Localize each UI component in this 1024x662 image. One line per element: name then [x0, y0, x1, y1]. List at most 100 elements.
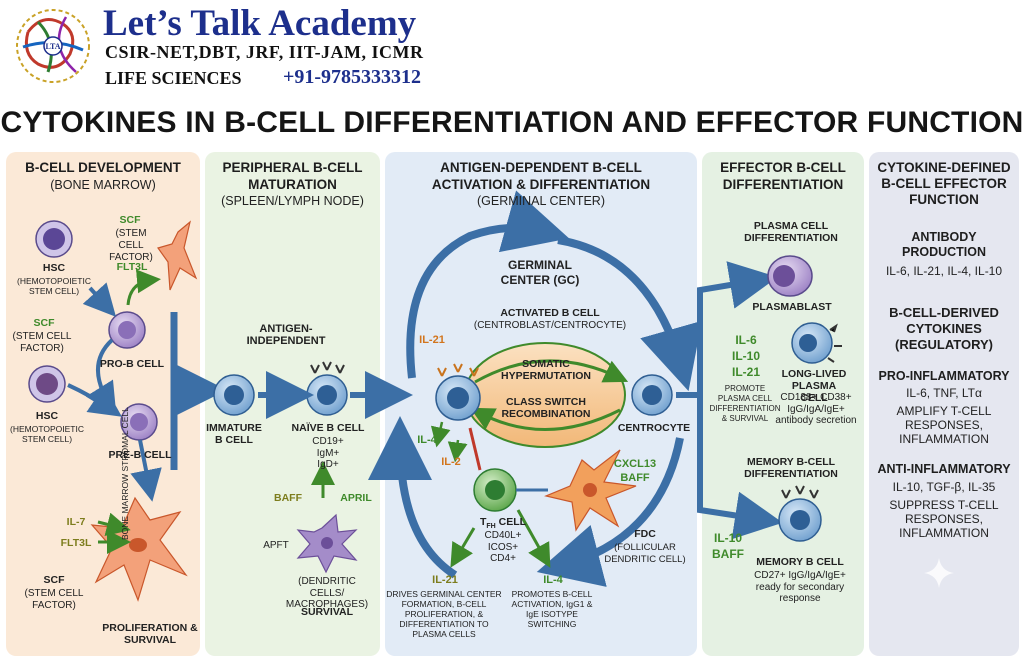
pro-inflammatory-label: PRO-INFLAMMATORY [878, 369, 1010, 383]
fdc-sub: (FOLLICULAR DENDRITIC CELL) [604, 542, 686, 565]
baff-bottom-label: BAFF [712, 547, 744, 561]
naive-b-cell [306, 361, 348, 416]
anti-inflammatory-desc: SUPPRESS T-CELL RESPONSES, INFLAMMATION [889, 498, 999, 540]
panel1-subtitle: (BONE MARROW) [50, 178, 156, 192]
centrocyte-cell [631, 374, 673, 416]
promote-label: PROMOTE PLASMA CELL DIFFERENTIATION & SU… [709, 384, 781, 423]
scf-top-sub: (STEM CELL FACTOR) [109, 228, 153, 263]
hsc-cell-top [35, 220, 73, 258]
pre-b-label: PRE-B CELL [108, 449, 172, 461]
sparkle-icon [924, 558, 954, 588]
il4-bottom-label: IL-4 [543, 574, 563, 586]
april-label: APRIL [340, 492, 372, 504]
bcell-derived-label: B-CELL-DERIVED CYTOKINES (REGULATORY) [889, 305, 999, 352]
academy-phone: +91-9785333312 [283, 66, 422, 88]
anti-inflammatory-label: ANTI-INFLAMMATORY [877, 462, 1011, 476]
il7-label: IL-7 [66, 516, 86, 528]
scf-mid-sub: (STEM CELL FACTOR) [12, 331, 72, 354]
il4-bottom-desc: PROMOTES B-CELL ACTIVATION, IgG1 & IgE I… [511, 589, 593, 629]
hsc-top-label: HSC [42, 262, 66, 274]
panel-effector-differentiation [702, 152, 864, 656]
naive-b-label: NAÏVE B CELL [291, 422, 365, 434]
plasma-diff-label: PLASMA CELL DIFFERENTIATION [744, 220, 838, 244]
germinal-center-label: GERMINAL CENTER (GC) [500, 258, 580, 287]
scf-top-label: SCF [119, 214, 141, 226]
pre-b-cell [120, 403, 158, 441]
academy-subtitle: CSIR-NET,DBT, JRF, IIT-JAM, ICMR [105, 42, 424, 62]
apft-label: APFT [263, 540, 289, 551]
svg-text:LTA: LTA [45, 42, 60, 51]
shm-label: SOMATIC HYPERMUTATION [500, 358, 592, 382]
csr-label: CLASS SWITCH RECOMBINATION [501, 396, 591, 420]
long-lived-label: LONG-LIVED PLASMA CELL [781, 368, 847, 404]
activated-b-label: ACTIVATED B CELL [500, 307, 600, 319]
plasmablast-label: PLASMABLAST [752, 301, 832, 313]
il6-label: IL-6 [735, 333, 757, 347]
survival-label: SURVIVAL [300, 606, 354, 618]
tfh-cell [473, 468, 517, 512]
academy-life-sciences: LIFE SCIENCES [105, 68, 242, 88]
hsc-bottom-sub: (HEMOTOPOIETIC STEM CELL) [10, 424, 84, 444]
academy-title: Let’s Talk Academy [103, 3, 417, 44]
hsc-bottom-label: HSC [35, 410, 59, 422]
activated-b-cell [435, 363, 481, 421]
long-lived-markers: CD138+ CD38+ IgG/IgA/IgE+ antibody secre… [775, 392, 857, 426]
activated-b-sub: (CENTROBLAST/CENTROCYTE) [473, 320, 627, 331]
fdc-baff-label: BAFF [620, 472, 650, 484]
scf-bottom-label: SCF [43, 574, 65, 586]
pro-inflammatory-desc: AMPLIFY T-CELL RESPONSES, INFLAMMATION [896, 404, 992, 446]
panel5-title: CYTOKINE-DEFINED B-CELL EFFECTOR FUNCTIO… [877, 160, 1011, 207]
il10-bottom-label: IL-10 [713, 531, 742, 545]
naive-b-markers: CD19+ IgM+ IgD+ [312, 436, 344, 470]
panel3-title-line1: ANTIGEN-DEPENDENT B-CELL [440, 160, 642, 175]
stromal-cell-label: BONE MARROW STROMAL CELL [120, 407, 130, 540]
pro-b-label: PRO-B CELL [99, 358, 165, 370]
baff-label: BAFF [274, 492, 302, 504]
pro-b-cell [108, 311, 146, 349]
academy-logo: LTA [16, 9, 90, 83]
flt3l-bottom-label: FLT3L [60, 537, 92, 549]
panel2-title-line2: MATURATION [248, 177, 337, 192]
il21-bottom-desc: DRIVES GERMINAL CENTER FORMATION, B-CELL… [386, 589, 502, 639]
il10-label: IL-10 [731, 349, 760, 363]
panel2-title-line1: PERIPHERAL B-CELL [222, 160, 363, 175]
page-title: CYTOKINES IN B-CELL DIFFERENTIATION AND … [0, 106, 1024, 139]
il21-top-label: IL-21 [419, 334, 445, 346]
il21-bottom-label: IL-21 [432, 574, 458, 586]
memory-b-cell [778, 485, 822, 542]
memory-b-markers: CD27+ IgG/IgA/IgE+ ready for secondary r… [754, 570, 846, 604]
immature-b-label: IMMATURE B CELL [206, 422, 262, 446]
antigen-independent-label: ANTIGEN-INDEPENDENT [246, 323, 326, 347]
plasmablast-cell [767, 255, 813, 297]
long-lived-plasma-cell [791, 322, 842, 364]
centrocyte-label: CENTROCYTE [617, 422, 691, 434]
panel3-subtitle: (GERMINAL CENTER) [476, 194, 605, 208]
hsc-cell-bottom [28, 365, 66, 403]
pro-inflammatory-list: IL-6, TNF, LTα [906, 386, 982, 400]
flt3l-top-label: FLT3L [116, 261, 148, 273]
antibody-production-list: IL-6, IL-21, IL-4, IL-10 [885, 264, 1003, 278]
hsc-top-sub: (HEMOTOPOIETIC STEM CELL) [17, 276, 91, 296]
panel1-title: B-CELL DEVELOPMENT [25, 160, 181, 175]
panel3-title-line2: ACTIVATION & DIFFERENTIATION [431, 177, 651, 192]
memory-b-label: MEMORY B CELL [756, 556, 844, 568]
scf-mid-label: SCF [33, 317, 55, 329]
tfh-cell-label: TFH CELL [479, 516, 527, 531]
il21-label: IL-21 [731, 365, 760, 379]
panel4-title-line1: EFFECTOR B-CELL [720, 160, 846, 175]
cxcl13-label: CXCL13 [613, 458, 657, 470]
stromal-cell-top [157, 220, 198, 291]
panel2-subtitle: (SPLEEN/LYMPH NODE) [221, 194, 364, 208]
fdc-label: FDC [634, 528, 656, 540]
il2-label: IL-2 [441, 456, 461, 468]
immature-b-cell [213, 374, 255, 416]
dc-label: (DENDRITIC CELLS/ MACROPHAGES) [285, 576, 369, 610]
scf-bottom-sub: (STEM CELL FACTOR) [24, 588, 84, 611]
panel4-title-line2: DIFFERENTIATION [722, 177, 844, 192]
tfh-markers: CD40L+ ICOS+ CD4+ [484, 530, 522, 564]
il4-label: IL-4 [417, 434, 437, 446]
memory-diff-label: MEMORY B-CELL DIFFERENTIATION [744, 456, 838, 480]
antibody-production-label: ANTIBODY PRODUCTION [901, 230, 987, 259]
anti-inflammatory-list: IL-10, TGF-β, IL-35 [892, 480, 996, 494]
